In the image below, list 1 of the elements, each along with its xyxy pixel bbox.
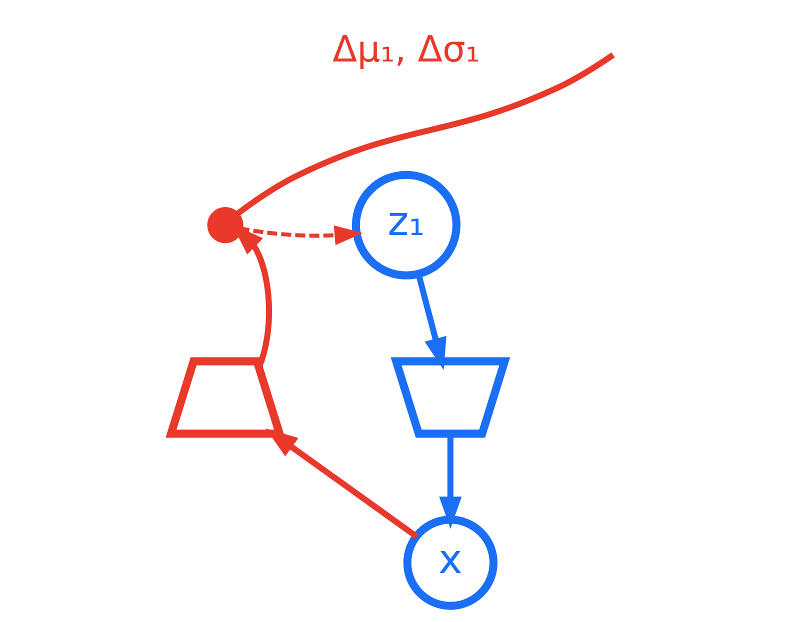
label: Δμ₁, Δσ₁	[332, 28, 480, 71]
